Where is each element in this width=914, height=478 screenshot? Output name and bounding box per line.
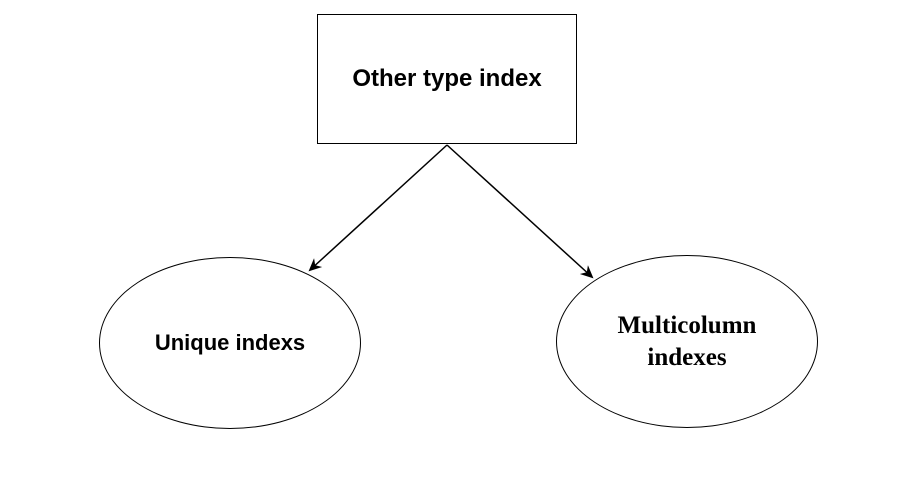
child-node-unique: Unique indexs [99, 257, 361, 429]
child-node-unique-label: Unique indexs [154, 330, 306, 355]
root-node: Other type index [317, 14, 577, 144]
child-node-multicolumn-label: Multicolumn indexes [617, 311, 757, 371]
child-node-multicolumn: Multicolumn indexes [556, 255, 818, 428]
edge-root-to-multicolumn [446, 144, 594, 279]
edge-root-to-unique [308, 144, 448, 272]
root-node-label: Other type index [352, 65, 542, 92]
